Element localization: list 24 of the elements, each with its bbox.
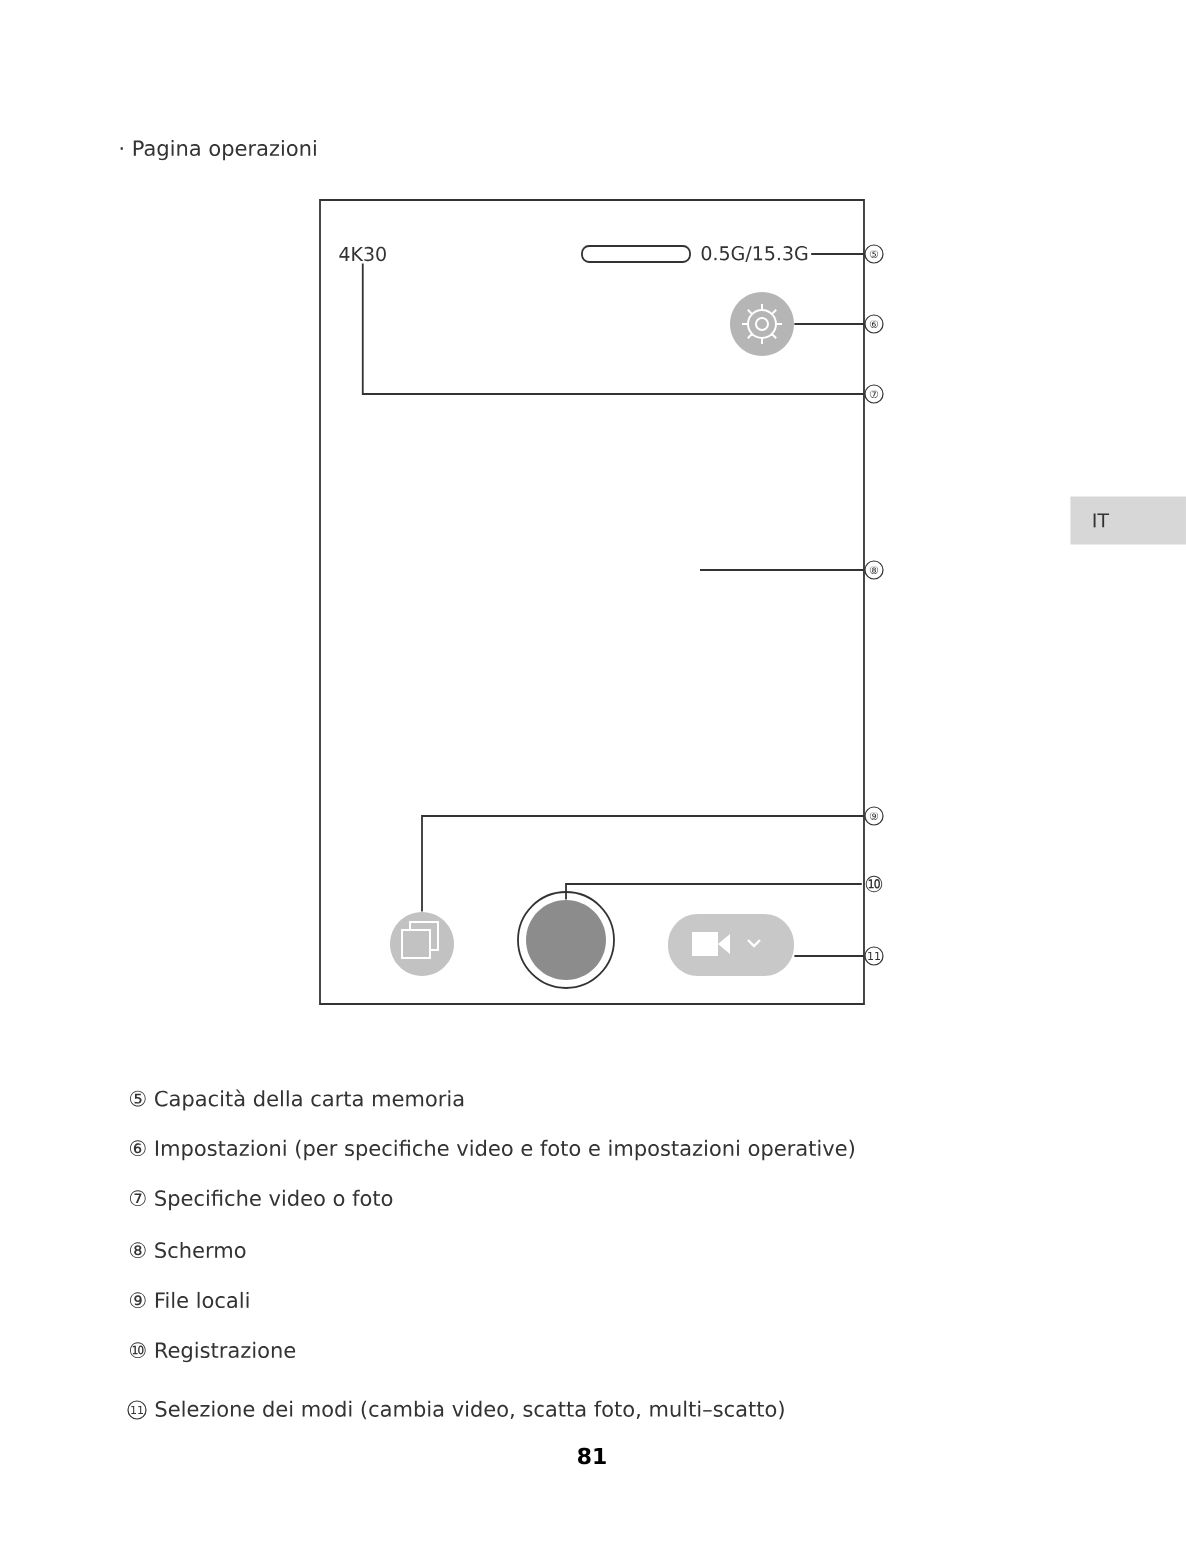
callout-number: ⑩ — [865, 875, 883, 893]
legend-item: ⑧ Schermo — [129, 1241, 246, 1259]
storage-text: 0.5G/15.3G — [701, 246, 808, 262]
files-button — [390, 912, 454, 976]
leader-line — [793, 955, 866, 957]
screen-text: 4K30 — [339, 246, 386, 262]
leader-line — [565, 883, 863, 901]
language-tab: IT — [1070, 496, 1186, 545]
screen-frame — [319, 199, 865, 1005]
record-button — [517, 891, 615, 989]
leader-line — [699, 569, 866, 571]
legend-item: ⑥ Impostazioni (per specifiche video e foto e impostazioni operative) — [129, 1139, 854, 1161]
leader-line — [793, 323, 866, 325]
leader-line — [810, 253, 866, 255]
page-number: 81 — [578, 1447, 606, 1465]
legend-item: ⑨ File locali — [129, 1291, 249, 1309]
leader-line — [361, 262, 866, 395]
settings-button — [730, 292, 794, 356]
legend-item: Selezione dei modi (cambia video, scatta foto, multi–scatto) — [155, 1400, 784, 1420]
legend-item: ⑩ Registrazione — [129, 1341, 296, 1363]
leader-line — [421, 815, 866, 913]
legend-item: ⑤ Capacità della carta memoria — [129, 1089, 464, 1111]
section-heading: · Pagina operazioni — [120, 139, 316, 161]
legend-item: ⑦ Specifiche video o foto — [129, 1189, 393, 1211]
